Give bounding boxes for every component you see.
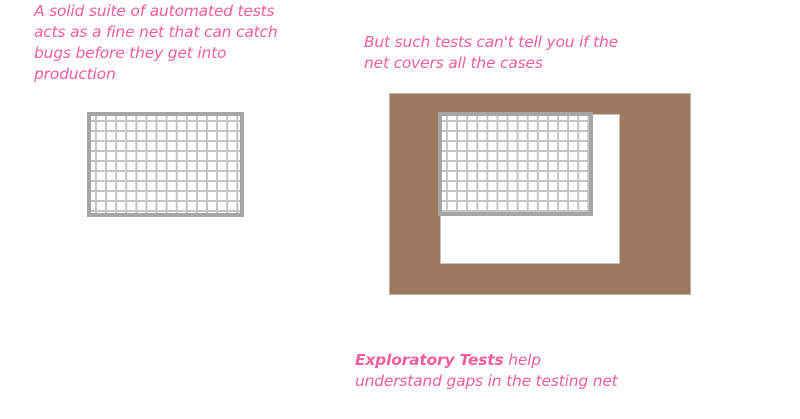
caption-automated-tests: A solid suite of automated tests acts as… — [34, 2, 278, 83]
caption-exploratory-tests: Exploratory Tests help understand gaps i… — [355, 350, 625, 392]
test-net-left — [87, 112, 244, 217]
exploratory-tests-label: Exploratory Tests — [355, 351, 504, 369]
exploratory-tests-text: help understand gaps in the testing net — [355, 351, 618, 390]
caption-net-coverage: But such tests can't tell you if the net… — [364, 33, 618, 72]
test-net-right — [438, 112, 593, 216]
